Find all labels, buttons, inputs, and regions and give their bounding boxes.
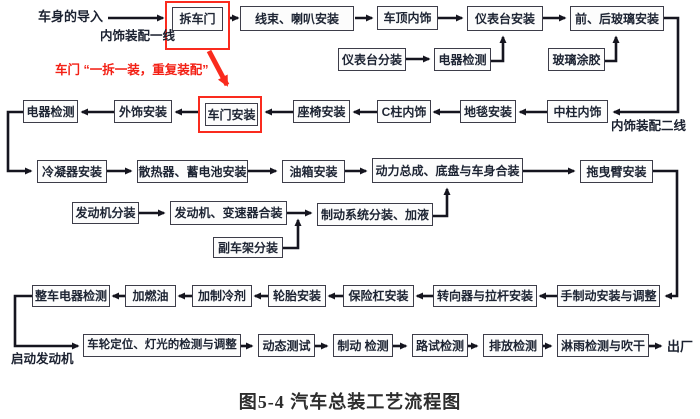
node-rain-test-dry: 淋雨检测与吹干 — [557, 334, 649, 357]
highlight-remove-door — [165, 1, 230, 50]
node-dynamic-test: 动态测试 — [258, 334, 315, 357]
node-brake-system-subassembly-fill: 制动系统分装、加液 — [317, 203, 433, 226]
node-seat-install: 座椅安装 — [293, 100, 350, 123]
node-roof-trim: 车顶内饰 — [377, 6, 438, 30]
node-steering-tie-rod-install: 转向器与拉杆安装 — [433, 285, 537, 307]
door-note-arrow — [206, 49, 230, 87]
node-condenser-install: 冷凝器安装 — [37, 160, 107, 183]
node-center-pillar-trim: 中柱内饰 — [547, 100, 608, 123]
node-powertrain-chassis-body-marriage: 动力总成、底盘与车身合装 — [372, 158, 523, 183]
node-radiator-battery-install: 散热器、蓄电池安装 — [137, 160, 248, 183]
exit-label: 出厂 — [667, 339, 694, 354]
node-engine-transmission-assembly: 发动机、变速器合装 — [170, 201, 287, 225]
door-note: 车门 “一拆一装，重复装配” — [55, 63, 209, 77]
highlight-door-install — [198, 96, 262, 133]
node-dashboard-subassembly: 仪表台分装 — [338, 48, 406, 71]
node-wiring-horn-install: 线束、喇叭安装 — [240, 6, 354, 31]
node-subframe-subassembly: 副车架分装 — [213, 237, 283, 258]
trim-line2-label: 内饰装配二线 — [611, 119, 687, 133]
node-glass-gluing: 玻璃涂胶 — [548, 48, 605, 71]
start-label: 车身的导入 — [38, 9, 104, 24]
node-electrical-test-1: 电器检测 — [434, 48, 491, 71]
figure-caption: 图5-4 汽车总装工艺流程图 — [238, 392, 462, 412]
node-emission-test: 排放检测 — [483, 334, 543, 357]
node-front-rear-glass-install: 前、后玻璃安装 — [570, 6, 664, 31]
node-carpet-install: 地毯安装 — [460, 100, 516, 123]
node-c-pillar-trim: C柱内饰 — [377, 100, 431, 123]
node-engine-subassembly: 发动机分装 — [72, 202, 139, 224]
node-fuel-tank-install: 油箱安装 — [282, 160, 345, 183]
trim-line1-label: 内饰装配一线 — [100, 29, 176, 43]
node-vehicle-electrical-test: 整车电器检测 — [32, 285, 110, 307]
node-refrigerant-filling: 加制冷剂 — [192, 285, 252, 307]
node-handbrake-install-adjust: 手制动安装与调整 — [557, 285, 660, 307]
node-electrical-test-2: 电器检测 — [23, 100, 78, 123]
node-exterior-install: 外饰安装 — [114, 100, 172, 123]
node-dashboard-install: 仪表台安装 — [467, 6, 543, 31]
engine-start-label: 启动发动机 — [11, 352, 74, 366]
node-remove-door: 拆车门 — [172, 7, 223, 31]
node-tire-install: 轮胎安装 — [268, 285, 326, 307]
node-road-test: 路试检测 — [412, 334, 468, 357]
node-brake-test: 制动 检测 — [333, 334, 393, 357]
node-bumper-install: 保险杠安装 — [343, 285, 414, 307]
node-trailing-arm-install: 拖曳臂安装 — [580, 160, 653, 183]
node-door-install: 车门安装 — [205, 103, 258, 126]
node-wheel-alignment-light-check: 车轮定位、灯光的检测与调整 — [83, 334, 241, 357]
node-fuel-filling: 加燃油 — [125, 285, 176, 307]
